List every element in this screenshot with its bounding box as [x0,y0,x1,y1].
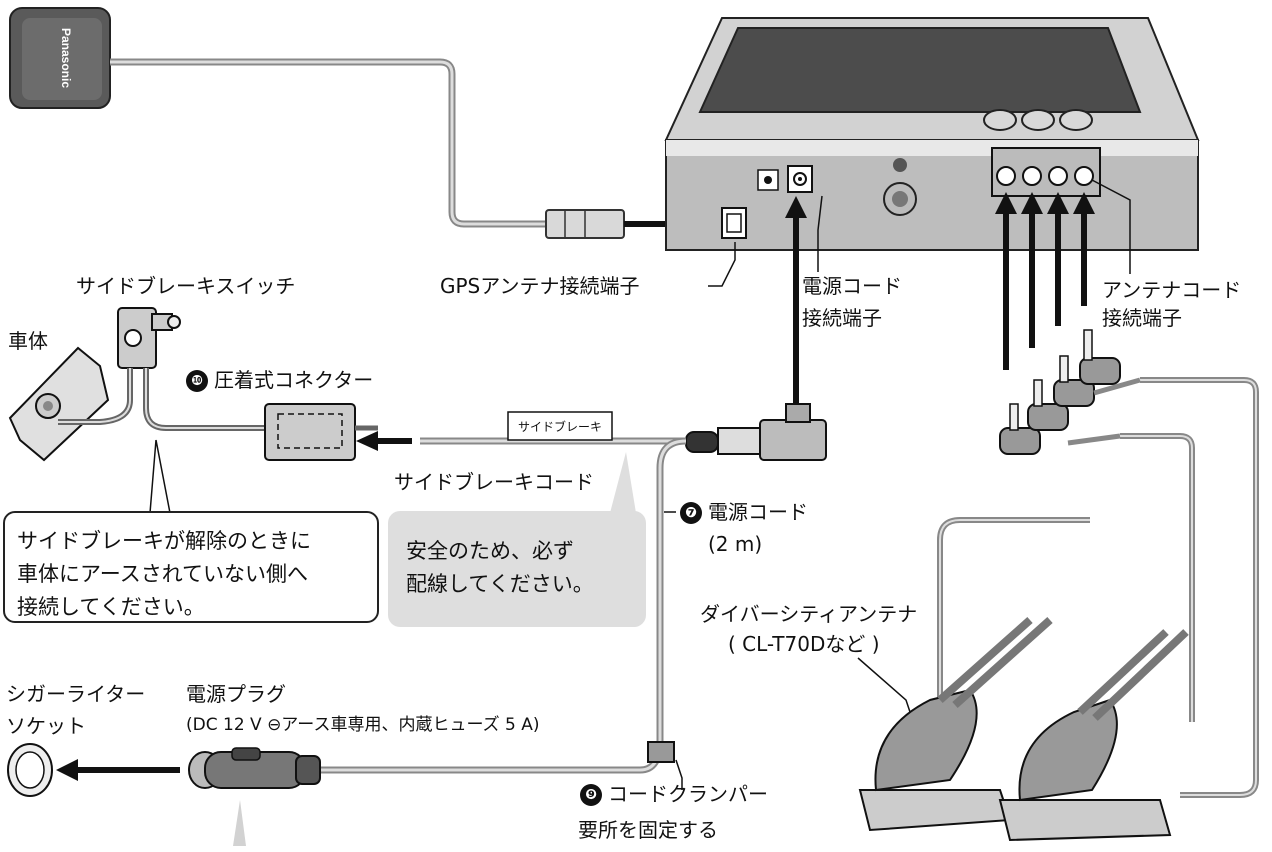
diversity-antenna-label-1: ダイバーシティアンテナ [700,602,918,626]
cord-clamper [647,741,675,763]
unit-button [1021,109,1055,131]
car-body [8,346,110,462]
antenna-arrow [1047,192,1069,214]
power-cord-length: (2 m) [708,532,763,556]
crimp-connector-text: 圧着式コネクター [214,368,374,392]
diversity-antenna-label-2: ( CL-T70Dなど ) [728,632,880,656]
side-brake-switch [117,307,181,369]
clamper-label: ❾ コードクランパー [580,778,768,810]
clamper-note: 要所を固定する [578,818,718,842]
antenna-arrow [1073,192,1095,214]
car-body-label: 車体 [8,329,48,353]
antenna-terminal-label-2: 接続端子 [1102,306,1182,330]
gps-brand-text: Panasonic [59,28,73,88]
power-terminal-label-1: 電源コード [802,274,902,298]
safety-line-2: 配線してください。 [406,572,594,596]
power-cord-label: ❼ 電源コード [680,496,808,528]
antenna-cable [1140,377,1259,798]
side-brake-cord-label: サイドブレーキコード [394,470,594,494]
number-7-badge: ❼ [680,502,702,524]
antenna-arrow [995,192,1017,214]
cigar-plug [188,747,321,789]
callout-line-2: 車体にアースされていない側へ [17,562,309,586]
antenna-port [1074,166,1094,186]
unit-button [983,109,1017,131]
side-brake-tag-text: サイドブレーキ [518,419,602,434]
antenna-plugs [999,329,1121,455]
antenna-port [996,166,1016,186]
diversity-antenna-2 [998,629,1189,842]
number-10-badge: ❿ [186,370,208,392]
clamper-text: コードクランパー [608,782,768,806]
side-brake-switch-label: サイドブレーキスイッチ [76,274,296,298]
power-plug-label: 電源プラグ [186,682,286,706]
cigar-socket-label-2: ソケット [6,714,86,738]
navigation-unit [664,17,1200,251]
power-cord-text: 電源コード [708,500,808,524]
power-arrow [785,196,807,218]
callout-line-1: サイドブレーキが解除のときに [17,529,311,553]
gps-cable [110,58,548,228]
power-terminal-label-2: 接続端子 [802,306,882,330]
socket-arrow [56,759,78,781]
antenna-terminal-label-1: アンテナコード [1102,278,1242,302]
safety-line-1: 安全のため、必ず [406,539,574,563]
diversity-antenna-1 [858,617,1053,832]
power-cord-connector [685,403,827,461]
crimp-connector [264,403,378,461]
cigar-socket-label-1: シガーライター [6,682,146,706]
side-brake-tag [507,411,613,441]
antenna-arrow [1021,192,1043,214]
antenna-port [1048,166,1068,186]
gps-antenna: Panasonic [9,7,111,109]
connector-arrow [356,431,378,451]
cigar-socket [7,743,53,797]
safety-note: 安全のため、必ず 配線してください。 [388,511,646,627]
crimp-connector-label: ❿ 圧着式コネクター [186,364,373,396]
gps-terminal-label: GPSアンテナ接続端子 [440,274,640,298]
unit-button [1059,109,1093,131]
callout-line-3: 接続してください。 [17,595,205,619]
antenna-port [1022,166,1042,186]
number-9-badge: ❾ [580,784,602,806]
connection-callout: サイドブレーキが解除のときに 車体にアースされていない側へ 接続してください。 [3,511,379,623]
power-plug-note: (DC 12 V ⊖アース車専用、内蔵ヒューズ 5 A) [186,715,540,735]
